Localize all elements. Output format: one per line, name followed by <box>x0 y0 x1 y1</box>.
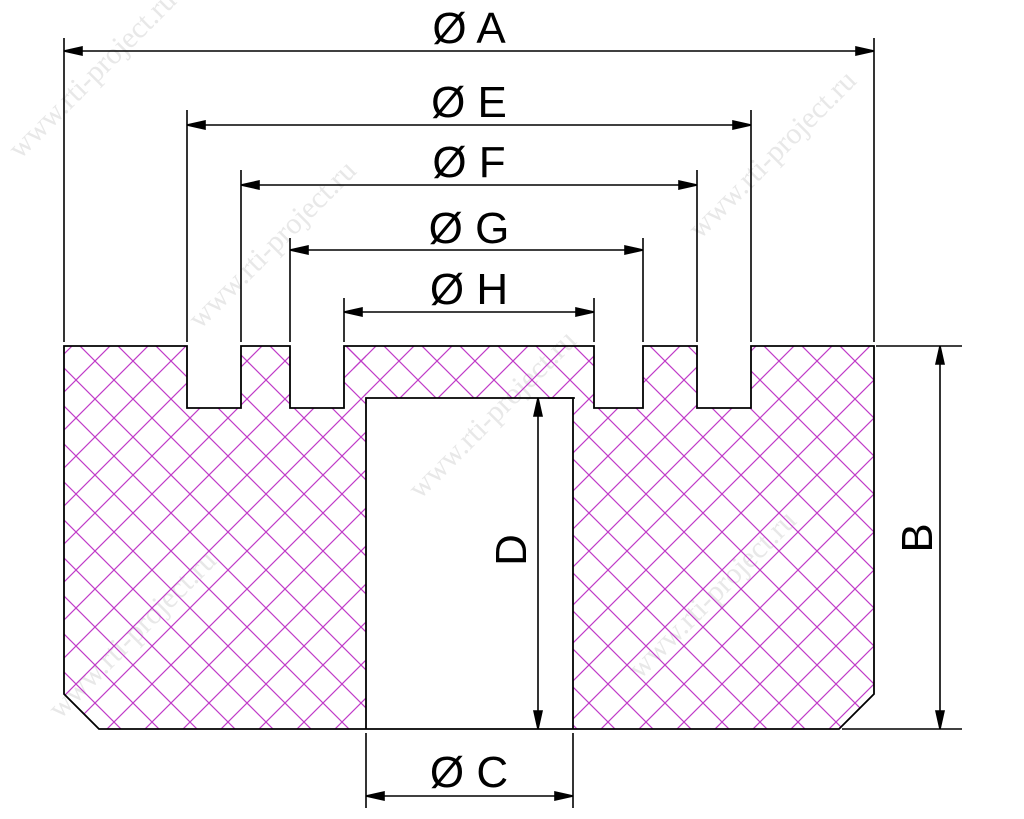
dimension-label-c: Ø C <box>430 748 508 797</box>
watermark-text: www.rti-project.ru <box>182 154 363 335</box>
dimension-label-b: B <box>893 523 942 552</box>
dimension-label-f: Ø F <box>432 138 505 187</box>
extension-lines <box>63 38 962 808</box>
dimension-label-g: Ø G <box>429 204 510 253</box>
right-section-hatch <box>573 346 874 729</box>
watermark-text: www.rti-project.ru <box>2 0 183 165</box>
left-section-hatch <box>64 346 366 729</box>
part-outline <box>63 345 875 730</box>
watermark-text: www.rti-project.ru <box>682 64 863 245</box>
dimension-lines <box>63 46 945 801</box>
dimension-label-a: Ø A <box>432 4 506 53</box>
center-bridge-hatch <box>344 346 594 398</box>
dimension-label-e: Ø E <box>431 78 507 127</box>
dimension-label-d: D <box>487 534 536 566</box>
dimension-label-h: Ø H <box>430 265 508 314</box>
